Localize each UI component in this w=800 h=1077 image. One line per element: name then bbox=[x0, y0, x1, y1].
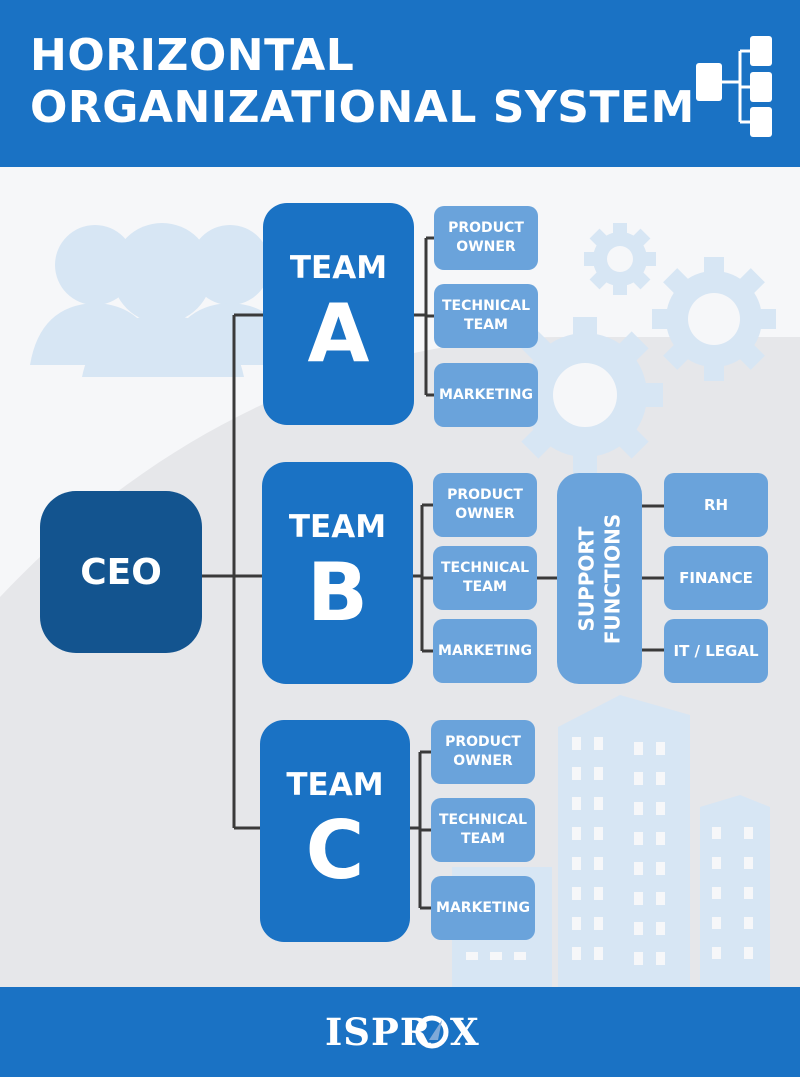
support-line-1: SUPPORT bbox=[574, 525, 599, 632]
function-rh: RH bbox=[664, 473, 768, 537]
unit-label: PRODUCT OWNER bbox=[447, 487, 523, 522]
team-b-product-owner: PRODUCT OWNER bbox=[433, 473, 537, 537]
team-a-box: TEAM A bbox=[263, 203, 414, 425]
team-a-label: TEAM bbox=[289, 250, 388, 286]
org-chart-icon bbox=[696, 36, 772, 137]
support-functions-label: SUPPORT FUNCTIONS bbox=[574, 513, 626, 644]
unit-label: PRODUCT OWNER bbox=[445, 734, 521, 769]
unit-label: MARKETING bbox=[439, 386, 533, 403]
team-c-label: TEAM bbox=[286, 767, 384, 803]
function-label: FINANCE bbox=[679, 569, 753, 587]
gears-icon bbox=[507, 223, 776, 473]
team-b-letter: B bbox=[307, 546, 368, 639]
title-line-2: ORGANIZATIONAL SYSTEM bbox=[30, 82, 695, 133]
team-b-marketing: MARKETING bbox=[433, 619, 537, 683]
title-line-1: HORIZONTAL bbox=[30, 30, 355, 81]
unit-label: MARKETING bbox=[436, 899, 530, 916]
ceo-label: CEO bbox=[80, 551, 162, 593]
function-label: RH bbox=[703, 496, 729, 514]
team-c-marketing: MARKETING bbox=[431, 876, 535, 940]
unit-label: TECHNICAL TEAM bbox=[438, 812, 528, 847]
function-it-legal: IT / LEGAL bbox=[664, 619, 768, 683]
team-b-technical-team: TECHNICAL TEAM bbox=[433, 546, 537, 610]
function-finance: FINANCE bbox=[664, 546, 768, 610]
team-c-letter: C bbox=[305, 804, 365, 897]
team-people-icon bbox=[30, 223, 295, 377]
function-label: IT / LEGAL bbox=[673, 642, 759, 660]
page-title: HORIZONTAL ORGANIZATIONAL SYSTEM bbox=[30, 30, 695, 134]
unit-label: PRODUCT OWNER bbox=[448, 220, 524, 255]
team-b-box: TEAM B bbox=[262, 462, 413, 684]
svg-text:X: X bbox=[450, 1010, 479, 1054]
support-functions-box: SUPPORT FUNCTIONS bbox=[557, 473, 642, 684]
team-c-technical-team: TECHNICAL TEAM bbox=[431, 798, 535, 862]
ceo-box: CEO bbox=[40, 491, 202, 653]
team-b-label: TEAM bbox=[288, 509, 387, 545]
isprox-logo: ISPR X bbox=[325, 1010, 479, 1054]
team-a-technical-team: TECHNICAL TEAM bbox=[434, 284, 538, 348]
team-a-marketing: MARKETING bbox=[434, 363, 538, 427]
header-banner: HORIZONTAL ORGANIZATIONAL SYSTEM bbox=[0, 0, 800, 167]
team-c-product-owner: PRODUCT OWNER bbox=[431, 720, 535, 784]
unit-label: MARKETING bbox=[438, 642, 532, 659]
support-line-2: FUNCTIONS bbox=[600, 513, 625, 644]
team-a-letter: A bbox=[307, 287, 370, 380]
footer-banner: ISPR X bbox=[0, 987, 800, 1077]
unit-label: TECHNICAL TEAM bbox=[440, 560, 530, 595]
unit-label: TECHNICAL TEAM bbox=[441, 298, 531, 333]
svg-text:ISPR: ISPR bbox=[325, 1010, 432, 1054]
team-a-product-owner: PRODUCT OWNER bbox=[434, 206, 538, 270]
team-c-box: TEAM C bbox=[260, 720, 410, 942]
